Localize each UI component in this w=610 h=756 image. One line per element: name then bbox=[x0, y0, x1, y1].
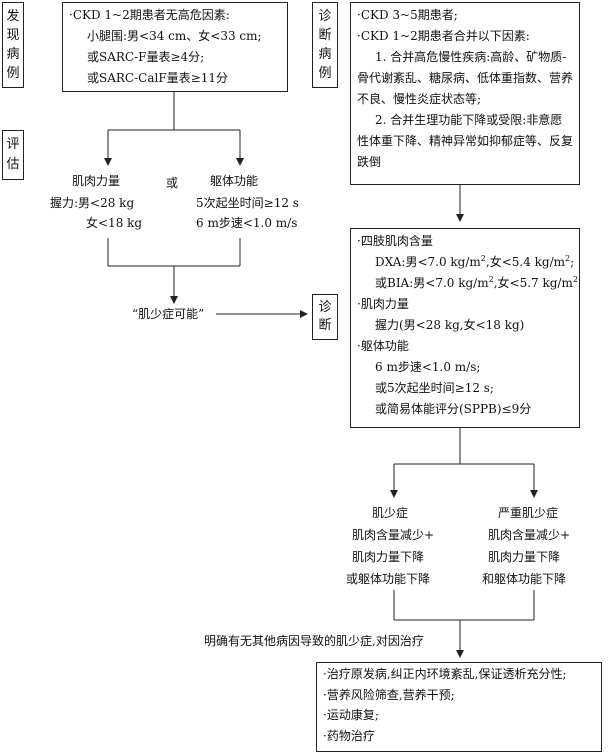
treatment-item: ·药物治疗 bbox=[323, 728, 375, 743]
screening-box-low-risk: ·CKD 1~2期患者无高危因素: 小腿围:男<34 cm、女<33 cm; 或… bbox=[62, 2, 288, 92]
strength-criteria: 握力(男<28 kg,女<18 kg) bbox=[375, 318, 525, 332]
box2-risk-factors: 1. 合并高危慢性疾病:高龄、矿物质-骨代谢紊乱、糖尿病、低体重指数、营养不良、… bbox=[357, 50, 574, 106]
function-criteria: 6 m步速<1.0 m/s; bbox=[375, 360, 481, 374]
treatment-item: ·运动康复; bbox=[323, 708, 379, 723]
label-char: 现 bbox=[6, 27, 20, 43]
label-char: 断 bbox=[318, 27, 332, 43]
assess-strength-line: 握力:男<28 kg bbox=[50, 196, 135, 210]
assess-or: 或 bbox=[166, 176, 179, 190]
box1-line: 或SARC-CalF量表≥11分 bbox=[87, 71, 228, 85]
assess-function-title: 躯体功能 bbox=[210, 174, 259, 188]
treatment-item: ·营养风险筛查,营养干预; bbox=[323, 687, 455, 702]
possible-sarcopenia: “肌少症可能” bbox=[132, 307, 205, 321]
label-discover-cases: 发 现 病 例 bbox=[2, 2, 24, 88]
mass-title: ·四肢肌肉含量 bbox=[357, 234, 433, 248]
assess-function-line: 6 m步速<1.0 m/s bbox=[196, 216, 298, 230]
label-char: 病 bbox=[318, 46, 332, 62]
box1-line: 或SARC-F量表≥4分; bbox=[87, 50, 205, 64]
diagnosis-criteria-box: ·四肢肌肉含量 DXA:男<7.0 kg/m2,女<5.4 kg/m2; 或BI… bbox=[350, 228, 580, 428]
function-criteria: 或5次起坐时间≥12 s; bbox=[375, 381, 494, 395]
outcome-severe-line: 肌肉含量减少+ bbox=[488, 528, 571, 542]
outcome-sarcopenia-line: 肌肉力量下降 bbox=[352, 550, 425, 564]
box2-function-decline: 2. 合并生理功能下降或受限:非意愿性体重下降、精神异常如抑郁症等、反复跌倒 bbox=[357, 113, 574, 169]
treatment-item: ·治疗原发病,纠正内环境紊乱,保证透析充分性; bbox=[323, 667, 567, 681]
box1-title: ·CKD 1~2期患者无高危因素: bbox=[69, 8, 230, 22]
outcome-sarcopenia-line: 肌肉含量减少+ bbox=[352, 528, 435, 542]
label-char: 评 bbox=[6, 137, 20, 153]
label-char: 例 bbox=[318, 65, 332, 81]
outcome-severe-title: 严重肌少症 bbox=[498, 506, 559, 520]
label-char: 估 bbox=[6, 157, 20, 173]
dxa-criteria: DXA:男<7.0 kg/m2,女<5.4 kg/m2; bbox=[375, 254, 575, 270]
screening-box-high-risk: ·CKD 3~5期患者; ·CKD 1~2期患者合并以下因素: 1. 合并高危慢… bbox=[350, 2, 580, 185]
function-criteria: 或简易体能评分(SPPB)≤9分 bbox=[375, 402, 532, 416]
assess-strength-line: 女<18 kg bbox=[86, 216, 143, 230]
label-char: 病 bbox=[6, 46, 20, 62]
outcome-severe-line: 肌肉力量下降 bbox=[488, 550, 561, 564]
assess-strength-title: 肌肉力量 bbox=[72, 174, 121, 188]
assess-function-line: 5次起坐时间≥12 s bbox=[196, 196, 299, 210]
treatment-box: ·治疗原发病,纠正内环境紊乱,保证透析充分性; ·营养风险筛查,营养干预; ·运… bbox=[316, 662, 602, 752]
treatment-note: 明确有无其他病因导致的肌少症,对因治疗 bbox=[204, 634, 424, 648]
function-title: ·躯体功能 bbox=[357, 339, 409, 353]
label-char: 发 bbox=[6, 8, 20, 24]
outcome-sarcopenia-line: 或躯体功能下降 bbox=[346, 572, 431, 586]
label-char: 诊 bbox=[318, 8, 332, 24]
label-char: 诊 bbox=[318, 300, 332, 316]
label-char: 断 bbox=[318, 318, 332, 334]
bia-criteria: 或BIA:男<7.0 kg/m2,女<5.7 kg/m2 bbox=[375, 275, 578, 291]
label-assess: 评 估 bbox=[2, 130, 24, 180]
box1-line: 小腿围:男<34 cm、女<33 cm; bbox=[87, 29, 262, 43]
outcome-sarcopenia-title: 肌少症 bbox=[372, 506, 409, 520]
label-diagnose: 诊 断 bbox=[312, 294, 338, 340]
label-diagnose-cases: 诊 断 病 例 bbox=[312, 2, 338, 88]
strength-title: ·肌肉力量 bbox=[357, 297, 409, 311]
outcome-severe-line: 和躯体功能下降 bbox=[482, 572, 567, 586]
box2-line: ·CKD 1~2期患者合并以下因素: bbox=[357, 29, 530, 43]
box2-line: ·CKD 3~5期患者; bbox=[357, 8, 458, 22]
label-char: 例 bbox=[6, 65, 20, 81]
